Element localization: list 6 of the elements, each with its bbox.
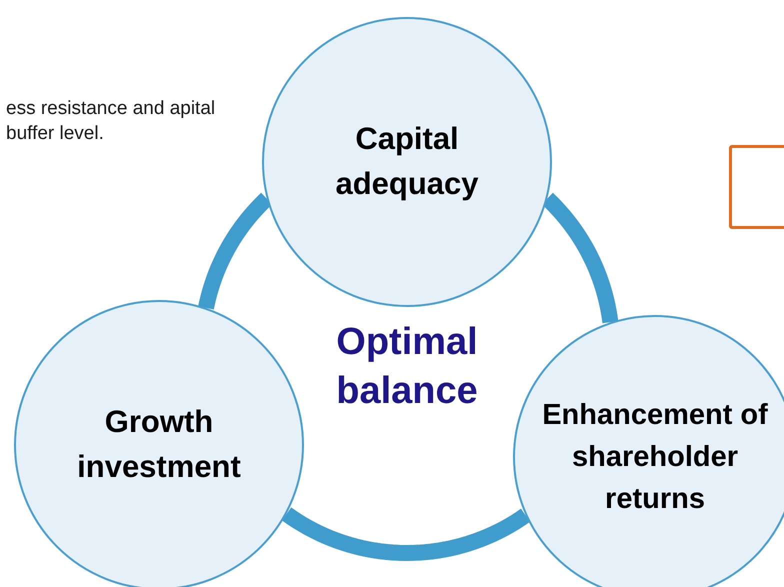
topic-title: Growth investment: [76, 403, 242, 486]
topic-title: Enhancement of shareholder returns: [541, 398, 769, 518]
center-heading: Optimal balance: [335, 320, 479, 414]
description-text: ess resistance and apital buffer level.: [6, 97, 216, 146]
ring-segment: [282, 507, 530, 561]
topic-title: Capital adequacy: [334, 120, 480, 203]
